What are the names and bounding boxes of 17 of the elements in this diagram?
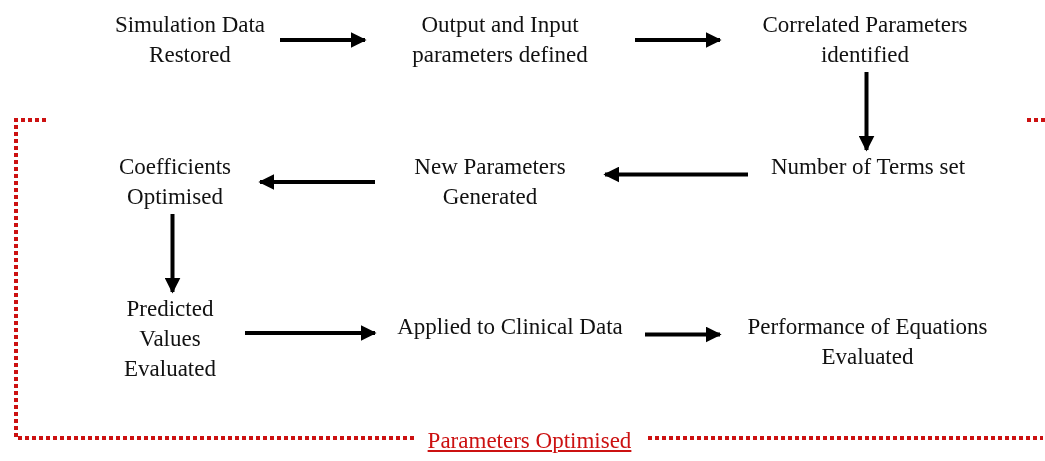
arrow — [858, 72, 875, 152]
step-text: Output and Input parameters defined — [365, 8, 635, 72]
arrow — [258, 174, 375, 190]
step-text: Predicted Values Evaluated — [95, 292, 245, 386]
step-text: Correlated Parameters identified — [720, 8, 1010, 72]
arrow — [245, 325, 377, 341]
arrow — [164, 214, 181, 294]
step-text: Simulation Data Restored — [100, 8, 280, 72]
arrow — [635, 32, 722, 48]
arrow — [603, 166, 748, 183]
step-text: Number of Terms set — [748, 150, 988, 184]
arrow — [280, 32, 367, 48]
step-text: Performance of Equations Evaluated — [720, 310, 1015, 374]
step-text: Applied to Clinical Data — [375, 310, 645, 344]
step-text: Coefficients Optimised — [90, 150, 260, 214]
arrow — [645, 326, 722, 343]
step-text: New Parameters Generated — [375, 150, 605, 214]
